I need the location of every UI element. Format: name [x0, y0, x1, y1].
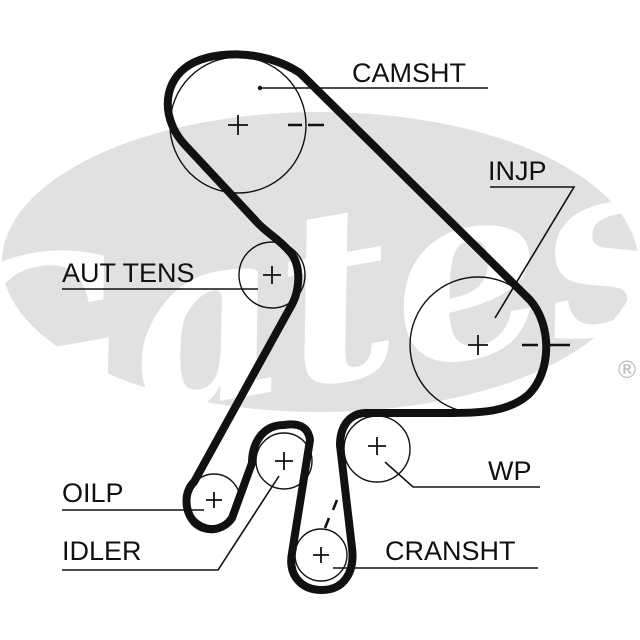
label-idler-text: IDLER — [62, 536, 142, 566]
water-pump-centre-cross — [368, 437, 386, 455]
label-oil-pump: OILP — [62, 478, 204, 511]
timing-marks — [288, 123, 570, 529]
label-crankshaft-text: CRANSHT — [385, 536, 516, 566]
crankshaft-centre-cross — [313, 547, 329, 563]
injection-pump-centre-cross — [468, 335, 488, 355]
pulley-centre-marks — [206, 115, 488, 563]
label-water-pump-text: WP — [488, 456, 532, 486]
label-idler: IDLER — [62, 475, 280, 571]
label-crankshaft: CRANSHT — [333, 536, 538, 569]
camshaft-centre-cross — [228, 115, 248, 135]
label-idler-leader — [62, 475, 280, 571]
label-camshaft-text: CAMSHT — [352, 58, 466, 88]
timing-belt — [163, 50, 551, 594]
label-water-pump-leader — [384, 461, 540, 488]
logo-ellipse — [2, 112, 638, 412]
oil-pump-centre-cross — [206, 492, 222, 508]
auto-tensioner-pulley — [238, 241, 306, 309]
label-auto-tensioner-text: AUT TENS — [62, 258, 195, 288]
label-injection-pump-text: INJP — [488, 156, 547, 186]
label-oil-pump-text: OILP — [62, 478, 124, 508]
idler-centre-cross — [275, 452, 293, 470]
label-camshaft-dot — [257, 85, 263, 91]
label-water-pump: WP — [384, 456, 540, 488]
auto-tensioner-centre-cross — [263, 266, 281, 284]
label-camshaft: CAMSHT — [257, 58, 488, 91]
crankshaft-timing-mark — [323, 499, 339, 529]
label-injection-pump-leader — [490, 186, 576, 319]
label-auto-tensioner: AUT TENS — [62, 258, 258, 290]
registered-mark: ® — [615, 356, 639, 384]
label-injection-pump: INJP — [488, 156, 576, 319]
